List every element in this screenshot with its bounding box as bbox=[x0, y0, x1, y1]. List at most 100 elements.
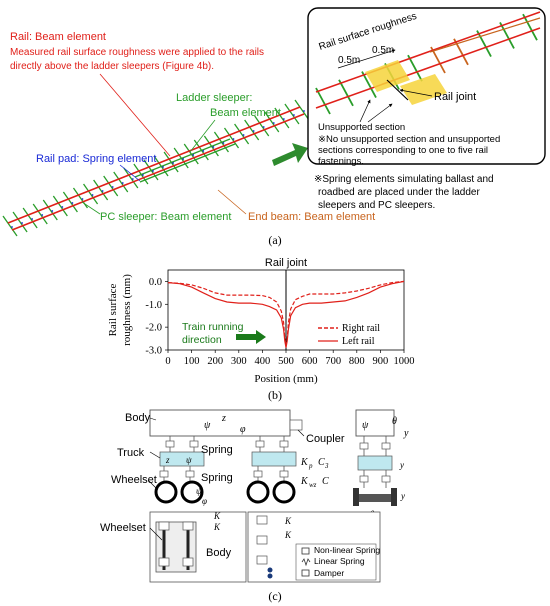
y-tick-label: -1.0 bbox=[145, 300, 162, 311]
rail-pad-spring bbox=[111, 186, 114, 188]
y-axis-label-2: roughness (mm) bbox=[121, 274, 133, 346]
end-wheel-left bbox=[353, 488, 359, 506]
unsupported-3: sections corresponding to one to five ra… bbox=[318, 145, 488, 156]
x-tick-label: 1000 bbox=[394, 356, 415, 367]
rail-pad-spring bbox=[162, 166, 164, 168]
spring-box bbox=[255, 440, 265, 448]
inset-sleeper bbox=[453, 38, 469, 66]
end-wheel-right bbox=[391, 488, 397, 506]
roughness-patch-2 bbox=[400, 74, 447, 105]
pc-sleeper bbox=[62, 191, 78, 213]
inset-rail-2 bbox=[315, 27, 541, 109]
x-tick-label: 100 bbox=[184, 356, 200, 367]
sym-phi-body: φ bbox=[240, 424, 246, 435]
ladder-label-2: Beam element bbox=[210, 107, 281, 119]
panel-a: Rail: Beam element Measured rail surface… bbox=[2, 7, 546, 247]
pc-sleeper bbox=[244, 119, 260, 141]
chart-series bbox=[167, 280, 405, 348]
coupler-leader bbox=[297, 429, 305, 437]
rail-pad-spring bbox=[31, 218, 34, 220]
inset-sleeper bbox=[407, 54, 423, 82]
rail-pad-spring bbox=[91, 194, 94, 196]
rail-title: Rail: Beam element bbox=[10, 31, 106, 43]
rail-pad-spring bbox=[202, 150, 205, 152]
legend-linear: Linear Spring bbox=[314, 556, 365, 566]
rail-pad-spring bbox=[141, 174, 144, 176]
spring-box bbox=[359, 442, 369, 450]
joint-arrow bbox=[399, 88, 433, 97]
train-direction-arrow-icon bbox=[236, 330, 266, 344]
wheel-1 bbox=[154, 480, 178, 504]
rail-leader bbox=[99, 73, 171, 157]
inset-sleeper bbox=[338, 79, 354, 107]
rail-pad-spring bbox=[21, 222, 23, 224]
wheel-4 bbox=[272, 480, 296, 504]
pc-sleeper bbox=[254, 115, 270, 137]
sym-yT-end: y bbox=[399, 460, 404, 470]
train-dir-2: direction bbox=[182, 334, 222, 346]
rail-pad-spring bbox=[121, 182, 124, 184]
sym-psi-wheel: ψ bbox=[196, 486, 202, 496]
legend-nonlinear-icon bbox=[301, 547, 310, 555]
pc-sleeper bbox=[274, 107, 290, 129]
rail-pad-leader bbox=[119, 164, 141, 182]
rail-left bbox=[7, 106, 301, 224]
plan-springs bbox=[158, 515, 273, 579]
label-kp-c3: K bbox=[300, 457, 309, 468]
pc-sleeper bbox=[83, 183, 99, 205]
unsupported-1: Unsupported section bbox=[318, 122, 405, 133]
legend-damper: Damper bbox=[314, 568, 344, 578]
rail-pad-spring bbox=[81, 198, 84, 200]
rail-pad-spring bbox=[41, 214, 44, 216]
y-axis-label-1: Rail surface bbox=[107, 283, 119, 336]
joint-mark bbox=[386, 79, 409, 101]
sub-p-1: p bbox=[308, 462, 313, 470]
train-dir-1: Train running bbox=[182, 321, 244, 333]
label-k2: K bbox=[284, 530, 292, 540]
spring-box bbox=[189, 440, 199, 448]
pc-sleeper bbox=[234, 123, 250, 145]
rail-note-1: Measured rail surface roughness were app… bbox=[10, 47, 264, 58]
sym-psi-truck: ψ bbox=[186, 455, 192, 465]
y-tick-label: -2.0 bbox=[145, 323, 162, 334]
label-spring-1: Spring bbox=[201, 444, 233, 456]
rail-pad-spring bbox=[262, 126, 265, 128]
pc-sleeper-label: PC sleeper: Beam element bbox=[100, 211, 231, 223]
legend-linear-icon bbox=[301, 558, 311, 567]
plan-damper-dot bbox=[267, 567, 273, 573]
pc-sleeper bbox=[264, 111, 280, 133]
pc-sleeper bbox=[72, 187, 89, 209]
legend-right-rail: Right rail bbox=[342, 323, 380, 334]
y-tick-label: 0.0 bbox=[149, 277, 162, 288]
rail-pad-spring bbox=[51, 210, 54, 212]
label-spring-2: Spring bbox=[201, 472, 233, 484]
inset-dim-1: 0.5m bbox=[338, 55, 360, 66]
end-springs bbox=[359, 436, 391, 488]
wheel-3 bbox=[246, 480, 270, 504]
rail-pad-spring bbox=[252, 130, 255, 132]
spring-box bbox=[381, 442, 391, 450]
end-axle bbox=[356, 494, 394, 502]
sym-z-truck: z bbox=[165, 455, 170, 465]
rail-pad-spring bbox=[131, 178, 134, 180]
inset-sleeper bbox=[499, 21, 515, 49]
pc-sleeper bbox=[2, 215, 18, 237]
label-wheelset: Wheelset bbox=[111, 474, 157, 486]
truck-box-2 bbox=[251, 451, 297, 467]
label-cwz: C bbox=[322, 476, 329, 487]
inset-detail: Rail surface roughness 0.5m 0.5m Rail jo… bbox=[307, 7, 546, 167]
plan-damper-dot bbox=[267, 573, 273, 579]
unsupported-arrow-2 bbox=[367, 103, 393, 123]
body-box bbox=[149, 409, 291, 437]
inset-end-beam-1 bbox=[429, 17, 541, 53]
rail-pad-spring bbox=[222, 142, 225, 144]
pc-sleeper bbox=[22, 207, 38, 229]
spring-note-1: ※Spring elements simulating ballast and bbox=[314, 174, 494, 185]
pc-sleeper bbox=[294, 99, 310, 121]
sym-z-body: z bbox=[221, 413, 226, 424]
ladder-label-1: Ladder sleeper: bbox=[176, 92, 252, 104]
inset-sleeper bbox=[476, 30, 492, 58]
